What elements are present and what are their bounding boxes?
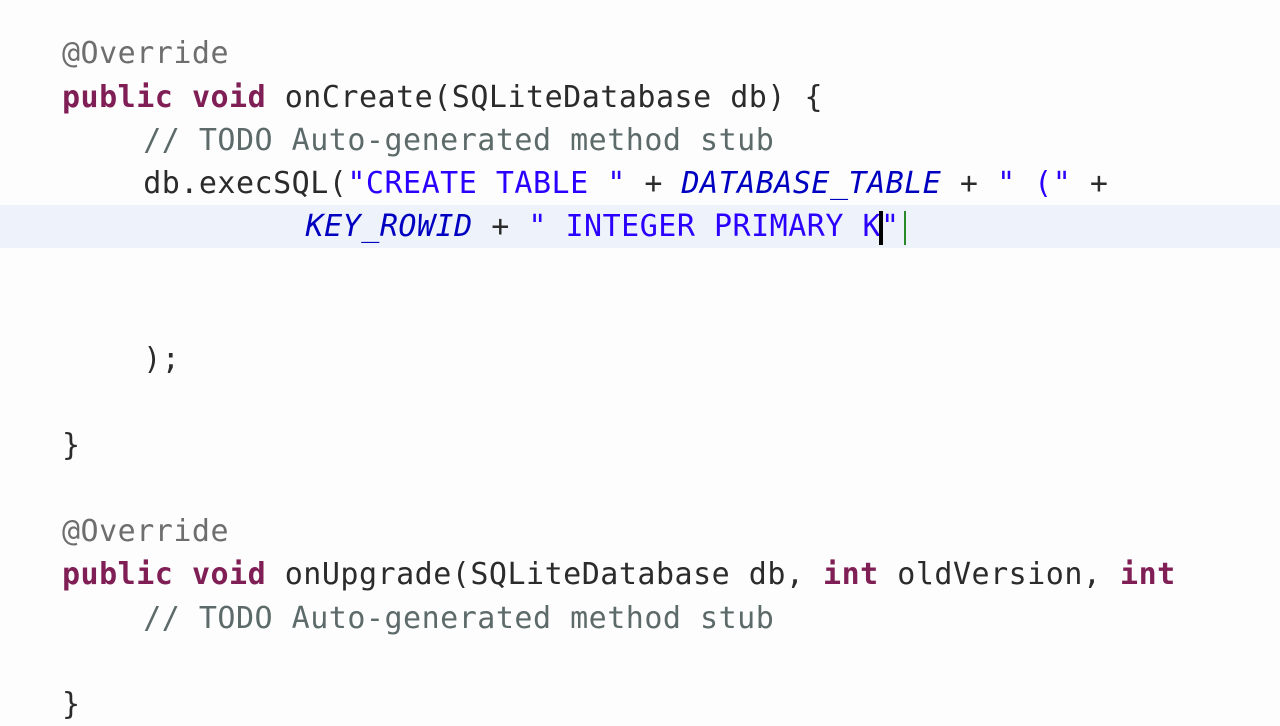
code-token-plain: + bbox=[472, 209, 529, 244]
code-token-kw: public bbox=[62, 80, 174, 115]
code-token-ann: @Override bbox=[62, 514, 230, 549]
code-token-kw: public bbox=[62, 557, 174, 592]
code-line[interactable]: // TODO Auto-generated method stub bbox=[0, 597, 1280, 640]
code-token-field: KEY_ROWID bbox=[305, 209, 473, 244]
code-token-field: DATABASE_TABLE bbox=[681, 166, 942, 201]
code-token-plain: + bbox=[625, 166, 682, 201]
code-line[interactable]: // TODO Auto-generated method stub bbox=[0, 119, 1280, 162]
code-token-plain bbox=[173, 557, 192, 592]
code-line[interactable]: } bbox=[0, 424, 1280, 467]
code-token-plain: + bbox=[1071, 166, 1109, 201]
code-line[interactable]: @Override bbox=[0, 32, 1280, 75]
code-token-plain: onCreate(SQLiteDatabase db) { bbox=[266, 80, 824, 115]
code-token-comment: // TODO Auto-generated method stub bbox=[143, 601, 775, 636]
code-line[interactable] bbox=[0, 248, 1280, 291]
code-line[interactable]: ); bbox=[0, 338, 1280, 381]
code-token-plain: } bbox=[62, 687, 81, 722]
code-token-plain: } bbox=[62, 428, 81, 463]
code-token-str: " (" bbox=[997, 166, 1072, 201]
code-line[interactable] bbox=[0, 291, 1280, 334]
linked-mode-exit-marker bbox=[903, 210, 906, 245]
code-token-plain: ); bbox=[143, 342, 181, 377]
code-token-plain: onUpgrade(SQLiteDatabase db, bbox=[266, 557, 824, 592]
text-cursor bbox=[879, 210, 884, 245]
code-line[interactable] bbox=[0, 640, 1280, 683]
code-token-plain bbox=[173, 80, 192, 115]
code-token-kw: void bbox=[191, 557, 267, 592]
code-token-str: " bbox=[881, 209, 900, 244]
code-token-ann: @Override bbox=[62, 36, 230, 71]
code-line[interactable] bbox=[0, 381, 1280, 424]
code-token-str: " INTEGER PRIMARY K bbox=[528, 209, 882, 244]
code-token-comment: // TODO Auto-generated method stub bbox=[143, 123, 775, 158]
code-line[interactable]: KEY_ROWID + " INTEGER PRIMARY K" bbox=[0, 205, 1280, 248]
code-line[interactable]: public void onUpgrade(SQLiteDatabase db,… bbox=[0, 553, 1280, 596]
code-line[interactable]: public void onCreate(SQLiteDatabase db) … bbox=[0, 76, 1280, 119]
code-token-str: "CREATE TABLE " bbox=[347, 166, 626, 201]
code-token-kw: void bbox=[191, 80, 267, 115]
code-line[interactable]: @Override bbox=[0, 510, 1280, 553]
code-token-kw: int bbox=[823, 557, 879, 592]
code-line[interactable] bbox=[0, 467, 1280, 510]
code-token-plain: db.execSQL( bbox=[143, 166, 348, 201]
code-token-plain: + bbox=[941, 166, 998, 201]
code-token-kw: int bbox=[1120, 557, 1176, 592]
code-token-plain: oldVersion, bbox=[878, 557, 1121, 592]
code-line[interactable]: } bbox=[0, 683, 1280, 726]
code-line[interactable]: db.execSQL("CREATE TABLE " + DATABASE_TA… bbox=[0, 162, 1280, 205]
